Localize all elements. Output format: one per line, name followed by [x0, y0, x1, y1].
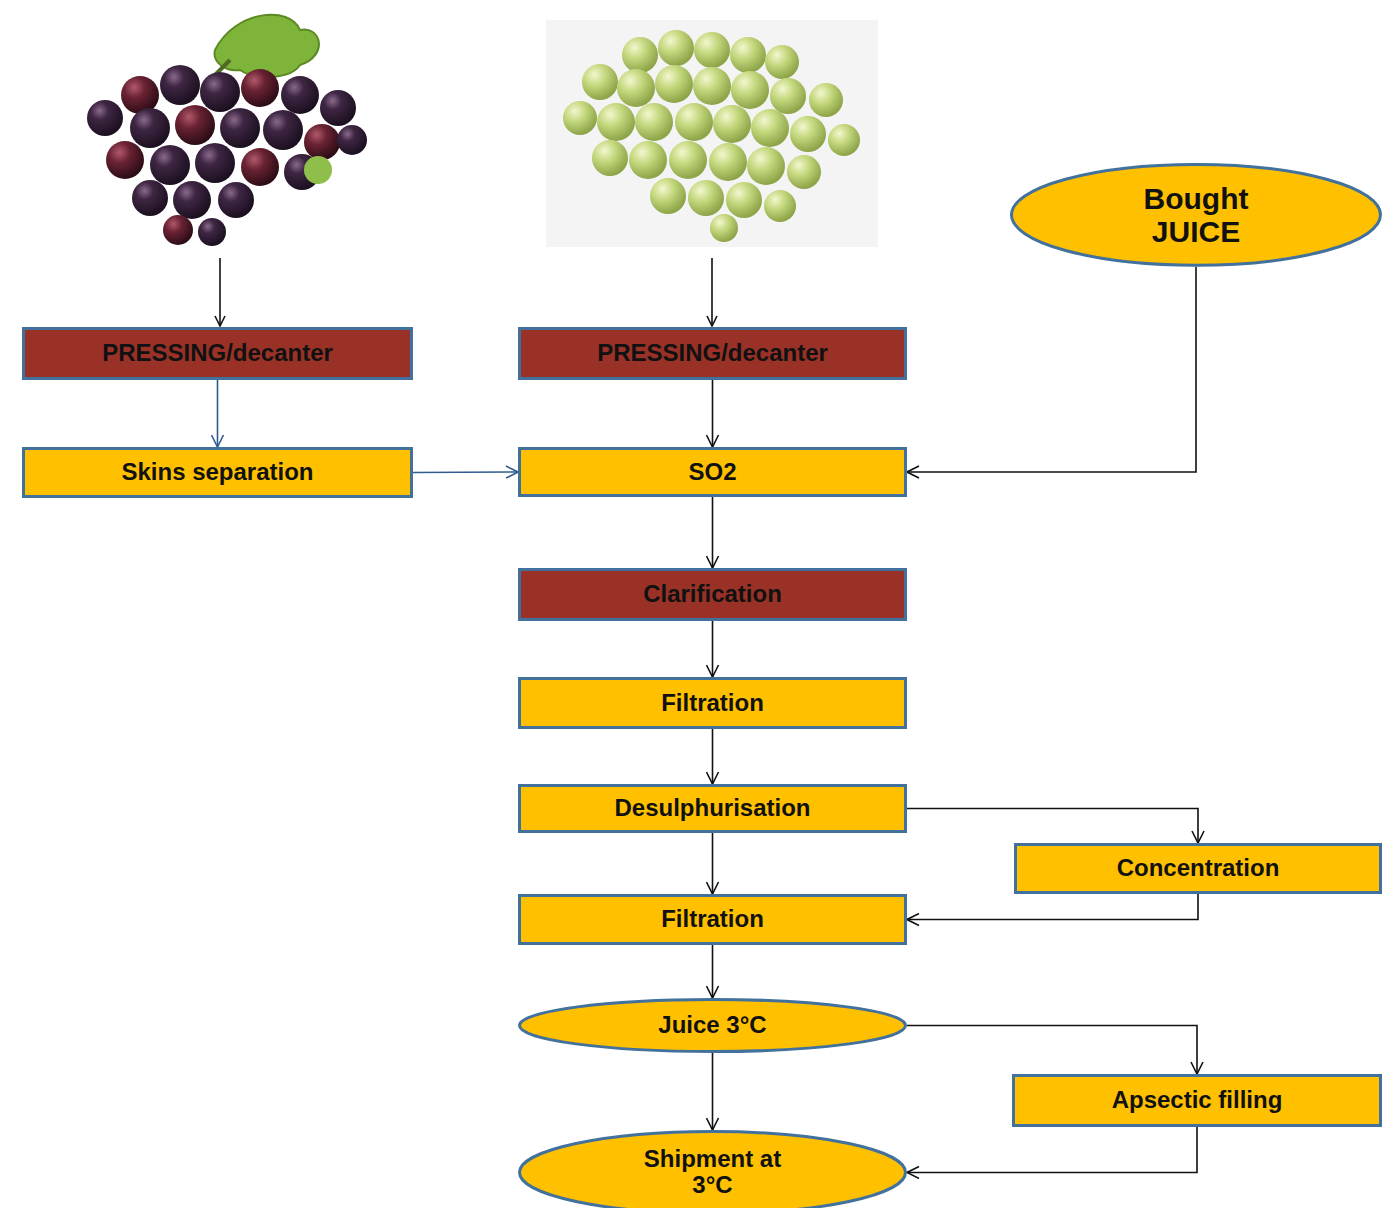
flow-arrow [712, 945, 714, 998]
process-box: Skins separation [22, 447, 413, 498]
process-box: Filtration [518, 894, 907, 945]
ellipse-outline [1012, 165, 1381, 266]
ellipse-outline [520, 1132, 906, 1208]
node-label: SO2 [688, 459, 736, 485]
flow-arrow [907, 267, 1196, 472]
node-label: Shipment at 3°C [623, 1146, 803, 1199]
input-ellipse: Bought JUICE [1010, 163, 1382, 267]
flow-arrow [413, 471, 518, 473]
process-box: Apsectic filling [1012, 1074, 1382, 1127]
flow-arrow [712, 1053, 714, 1130]
flow-arrow [712, 729, 714, 784]
flow-arrow [712, 497, 714, 568]
flow-arrow [907, 1127, 1197, 1172]
node-label: Bought JUICE [1121, 182, 1271, 248]
flow-arrow [712, 380, 714, 447]
process-box: Desulphurisation [518, 784, 907, 833]
process-box: Clarification [518, 568, 907, 621]
process-box: Concentration [1014, 843, 1382, 894]
node-label: Concentration [1117, 855, 1280, 881]
flow-arrow [907, 894, 1198, 920]
product-ellipse: Juice 3°C [518, 998, 907, 1053]
node-label: Filtration [661, 690, 764, 716]
picture-arrow [711, 258, 713, 326]
node-label: Juice 3°C [658, 1012, 766, 1038]
product-ellipse: Shipment at 3°C [518, 1130, 907, 1208]
node-label: Desulphurisation [614, 795, 810, 821]
node-label: Filtration [661, 906, 764, 932]
node-label: Clarification [643, 581, 782, 607]
flow-arrow [712, 621, 714, 677]
node-label: Skins separation [121, 459, 313, 485]
node-label: Apsectic filling [1112, 1087, 1283, 1113]
process-box: SO2 [518, 447, 907, 497]
process-box: Filtration [518, 677, 907, 729]
flow-arrow [907, 809, 1198, 844]
node-label: PRESSING/decanter [102, 340, 333, 366]
picture-arrow [219, 258, 221, 326]
flow-arrow [907, 1026, 1197, 1075]
ellipse-outline [520, 1000, 906, 1052]
flow-arrow [217, 380, 219, 447]
process-box: PRESSING/decanter [22, 327, 413, 380]
dark-grapes-picture [87, 15, 367, 246]
node-label: PRESSING/decanter [597, 340, 828, 366]
process-box: PRESSING/decanter [518, 327, 907, 380]
flow-arrow [712, 833, 714, 894]
green-grapes-picture [546, 20, 878, 247]
